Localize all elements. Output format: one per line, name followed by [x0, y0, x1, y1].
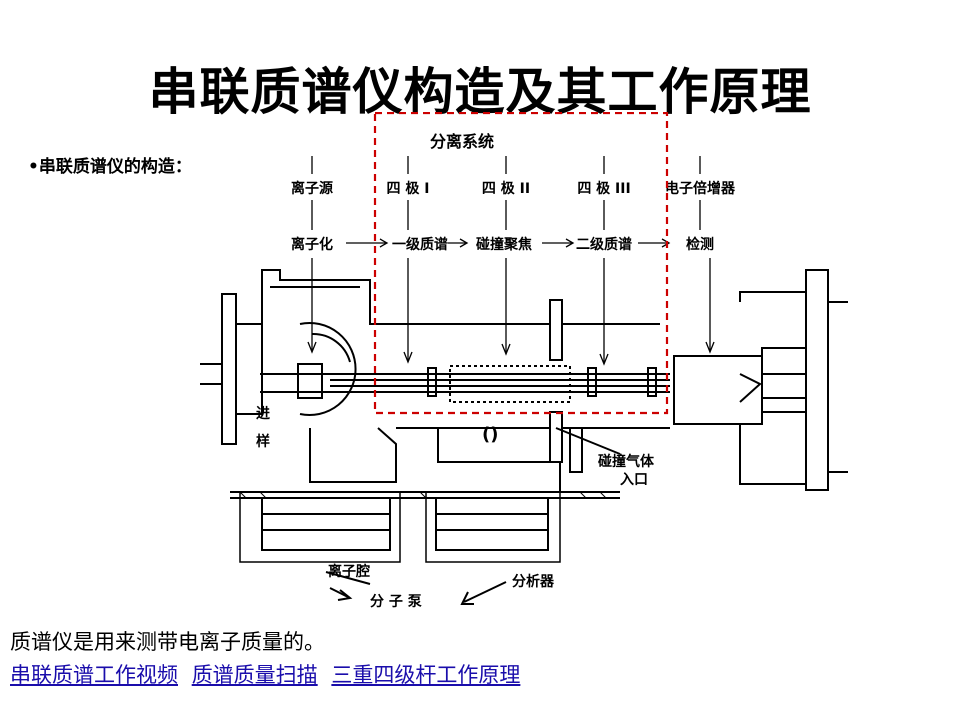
stage-label-electron-multiplier: 电子倍增器: [665, 180, 736, 197]
link-row: 串联质谱工作视频 质谱质量扫描 三重四级杆工作原理: [10, 659, 527, 689]
process-label-detection: 检测: [686, 236, 714, 253]
slide-title: 串联质谱仪构造及其工作原理: [148, 63, 812, 121]
molecular-pump-label: 分 子 泵: [370, 594, 422, 610]
symbol-label: (): [482, 424, 498, 445]
process-label-ms2: 二级质谱: [576, 236, 632, 253]
inlet-label-bottom: 样: [256, 433, 270, 450]
stage-label-quad-2: 四 极 II: [482, 180, 530, 197]
stage-label-ion-source: 离子源: [291, 180, 333, 197]
bullet-text: •串联质谱仪的构造：: [28, 157, 192, 177]
analyzer-label: 分析器: [512, 573, 555, 590]
process-label-collision: 碰撞聚焦: [476, 236, 532, 253]
separation-system-label: 分离系统: [430, 132, 494, 151]
tandem-ms-diagram: 分离系统 离子源 四 极 I 四 极 II 四 极 III 电子倍增器 离子化 …: [200, 112, 848, 610]
link-mass-scan[interactable]: 质谱质量扫描: [191, 663, 318, 687]
process-label-ionization: 离子化: [291, 236, 333, 253]
inlet-label-top: 进: [256, 406, 270, 422]
separation-system-box: [373, 112, 669, 415]
ion-chamber-label: 离子腔: [328, 563, 370, 580]
stage-label-quad-3: 四 极 III: [577, 180, 630, 197]
process-label-ms1: 一级质谱: [392, 236, 448, 253]
link-tandem-ms-video[interactable]: 串联质谱工作视频: [10, 663, 178, 687]
link-triple-quad-principle[interactable]: 三重四级杆工作原理: [331, 663, 521, 687]
collision-gas-inlet-label: 入口: [620, 472, 648, 488]
caption-text: 质谱仪是用来测带电离子质量的。: [10, 630, 325, 654]
collision-gas-label: 碰撞气体: [598, 453, 655, 470]
stage-label-quad-1: 四 极 I: [387, 180, 430, 197]
